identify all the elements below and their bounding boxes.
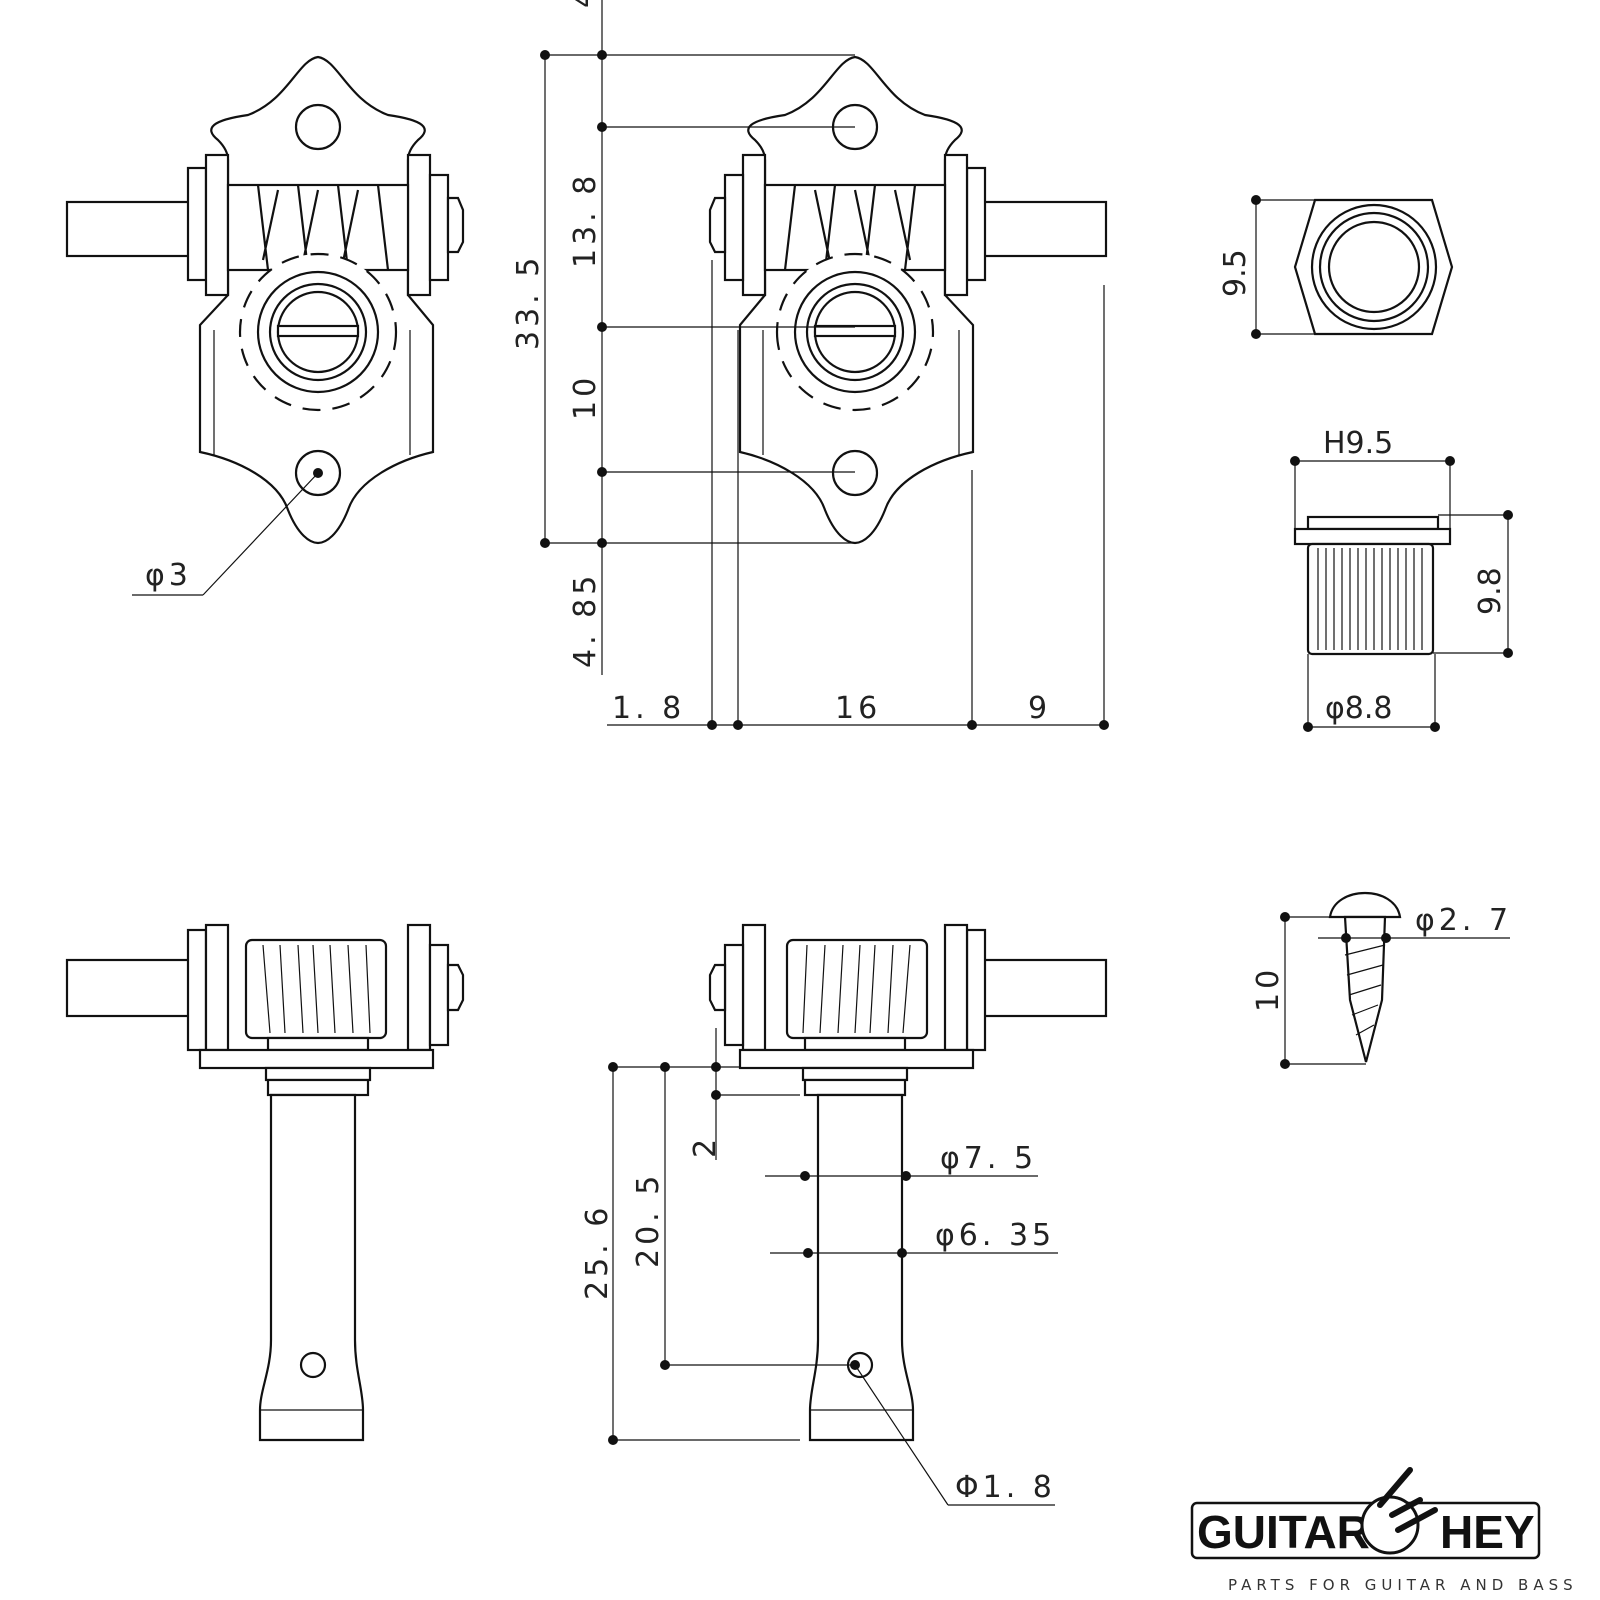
dim-gear-to-hole: 10 bbox=[568, 374, 603, 420]
hex-nut bbox=[1251, 195, 1454, 339]
dim-hole-to-gear: 13. 8 bbox=[568, 172, 603, 268]
tuner-top-view-left bbox=[67, 57, 463, 543]
tuner-side-view-right bbox=[708, 923, 1108, 1442]
dim-overall-height: 33. 5 bbox=[511, 254, 546, 350]
dim-shaft-length: 9 bbox=[1028, 691, 1051, 726]
mounting-screw bbox=[1280, 891, 1510, 1069]
dim-bottom-offset: 4. 85 bbox=[568, 572, 603, 668]
dim-mount-hole: φ3 bbox=[145, 558, 192, 593]
bushing bbox=[1290, 456, 1513, 732]
dim-collar-height: 2 bbox=[688, 1135, 723, 1158]
dim-screw-length: 10 bbox=[1251, 966, 1286, 1012]
tuner-side-view-left bbox=[65, 923, 465, 1442]
dim-post-hole-height: 20. 5 bbox=[631, 1172, 666, 1268]
tuner-top-view-right bbox=[710, 57, 1106, 543]
dim-post-upper: φ7. 5 bbox=[940, 1141, 1037, 1176]
dim-bushing-dia: φ8.8 bbox=[1325, 691, 1393, 726]
logo-tagline: PARTS FOR GUITAR AND BASS bbox=[1228, 1576, 1578, 1594]
dim-left-offset: 1. 8 bbox=[612, 691, 685, 726]
dimension-dots-top bbox=[313, 50, 1109, 730]
dim-top-partial: 4 bbox=[566, 0, 601, 8]
dim-nut-across-flats: 9.5 bbox=[1218, 249, 1253, 297]
dim-post-lower: φ6. 35 bbox=[935, 1218, 1055, 1253]
dim-bushing-height: 9.8 bbox=[1473, 567, 1508, 615]
dimension-lines-top bbox=[132, 0, 1105, 726]
rock-hand-icon bbox=[1360, 1467, 1438, 1555]
logo-text-hey: HEY bbox=[1440, 1506, 1535, 1558]
dim-string-hole: Φ1. 8 bbox=[955, 1470, 1056, 1505]
dim-bushing-hex: H9.5 bbox=[1323, 426, 1393, 461]
dimension-dots-bottom bbox=[608, 1062, 911, 1445]
dim-plate-width: 16 bbox=[835, 691, 881, 726]
logo-text-guitar: GUITAR bbox=[1197, 1506, 1370, 1558]
guitarhey-logo: GUITAR HEY PARTS FOR GUITAR AND BASS bbox=[1190, 1467, 1578, 1594]
dim-post-length: 25. 6 bbox=[580, 1204, 615, 1300]
dim-screw-head: φ2. 7 bbox=[1415, 903, 1512, 938]
